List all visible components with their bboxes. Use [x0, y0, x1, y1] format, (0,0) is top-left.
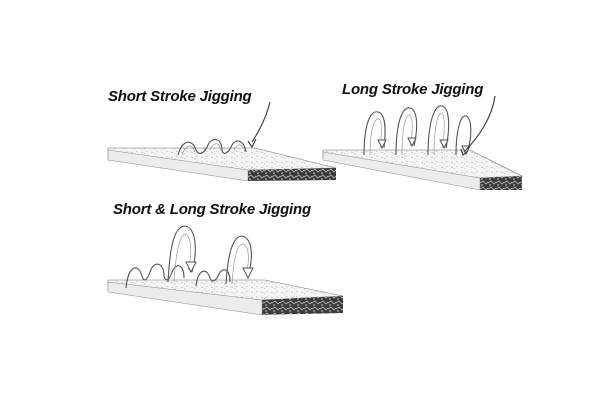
looping-wave-path: [177, 138, 247, 156]
looping-wave-path: [125, 263, 185, 289]
seabed-board-short: [107, 147, 337, 182]
looping-wave-path-mid: [195, 269, 231, 287]
long-stroke-title: Long Stroke Jigging: [342, 81, 484, 98]
short-stroke-panel: [107, 101, 337, 182]
down-arrow: [185, 261, 197, 274]
seabed-board-mixed: [107, 279, 344, 316]
curved-pointer-arrow: [251, 101, 271, 143]
long-loop-2: [225, 235, 252, 285]
short-and-long-stroke-panel: [107, 225, 344, 316]
long-stroke-panel: [322, 95, 524, 191]
arrow-head: [460, 148, 469, 157]
short-and-long-stroke-title: Short & Long Stroke Jigging: [113, 201, 311, 218]
arrow-head: [247, 138, 257, 149]
long-loop-1: [167, 225, 196, 283]
down-arrow: [242, 267, 254, 280]
long-loop-1-inner: [173, 233, 192, 283]
looping-wave-path-inner: [181, 143, 246, 156]
long-stroke-loops: [363, 105, 472, 156]
short-stroke-title: Short Stroke Jigging: [108, 88, 252, 105]
seabed-board-long: [322, 149, 524, 191]
curved-pointer-arrow: [463, 95, 496, 153]
long-loop-2-inner: [231, 243, 249, 285]
